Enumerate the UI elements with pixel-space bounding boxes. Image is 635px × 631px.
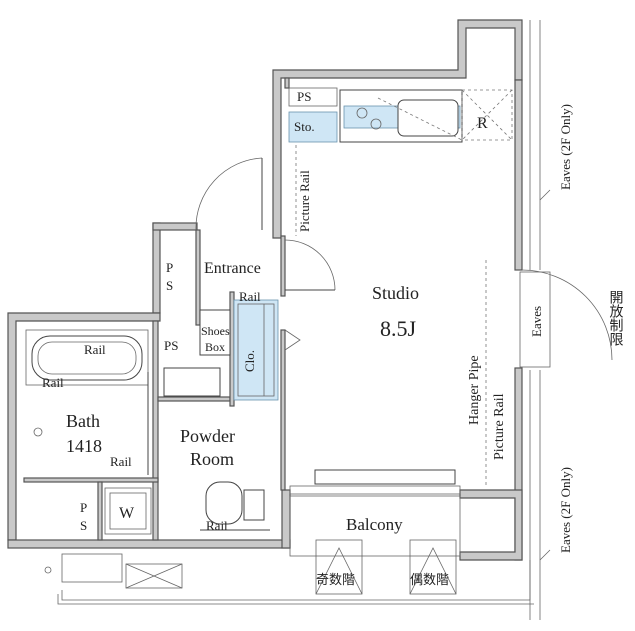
- label-rail-bath-top: Rail: [84, 342, 106, 357]
- label-even-floors: 偶数階: [410, 572, 449, 587]
- bath-area: [25, 329, 149, 475]
- label-rail-entrance: Rail: [239, 289, 261, 304]
- label-refrigerator: R: [477, 115, 488, 132]
- label-closet: Clo.: [242, 350, 257, 372]
- label-ps-bottom-p: P: [80, 500, 87, 515]
- label-storage: Sto.: [294, 119, 315, 134]
- label-kaiho-seigen: 開放制限: [608, 290, 624, 346]
- label-eaves-bottom: Eaves (2F Only): [558, 467, 573, 553]
- label-box: Box: [205, 340, 225, 354]
- label-balcony: Balcony: [346, 515, 403, 534]
- label-ps-mid: PS: [164, 338, 178, 353]
- label-shoes: Shoes: [201, 324, 230, 338]
- labels: PS Sto. R Picture Rail Entrance P S Rail…: [42, 89, 624, 587]
- powder-room-fixtures: [104, 367, 270, 535]
- label-ps-left-s: S: [166, 278, 173, 293]
- label-studio-size: 8.5J: [380, 316, 417, 341]
- label-washer: W: [119, 505, 135, 522]
- label-powder: Powder: [180, 426, 235, 446]
- label-rail-bath-left: Rail: [42, 375, 64, 390]
- entrance-door: [195, 157, 336, 291]
- storage: [199, 299, 301, 401]
- label-odd-floors: 奇数階: [316, 572, 355, 587]
- label-room: Room: [190, 449, 234, 469]
- label-hanger-pipe: Hanger Pipe: [467, 355, 482, 425]
- label-eaves-mid: Eaves: [529, 306, 544, 337]
- label-ps-left-p: P: [166, 260, 173, 275]
- kitchen-area: [288, 87, 513, 236]
- label-entrance: Entrance: [204, 260, 261, 277]
- label-rail-powder: Rail: [206, 518, 228, 533]
- eaves: [529, 20, 551, 620]
- label-studio: Studio: [372, 283, 419, 303]
- label-ps-bottom-s: S: [80, 518, 87, 533]
- studio-features: [289, 260, 613, 495]
- label-picture-rail-1: Picture Rail: [297, 170, 312, 232]
- label-bath: Bath: [66, 411, 100, 431]
- label-picture-rail-2: Picture Rail: [492, 393, 507, 460]
- label-rail-bath-right: Rail: [110, 454, 132, 469]
- label-bath-size: 1418: [66, 436, 102, 456]
- label-ps-top: PS: [297, 89, 311, 104]
- label-eaves-top: Eaves (2F Only): [558, 104, 573, 190]
